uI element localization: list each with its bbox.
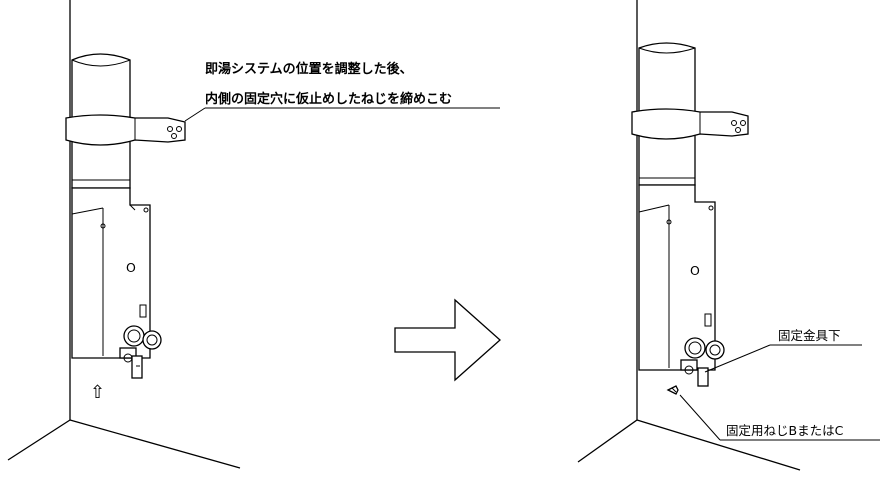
floor-line-right-a [577, 419, 638, 463]
callout-leader-screw [679, 394, 721, 441]
hot-water-unit-right: O [638, 184, 716, 371]
mounting-band-right [631, 108, 749, 140]
floor-line-left-a [7, 419, 71, 461]
fixing-screw [666, 385, 679, 395]
mounting-band-left [65, 114, 186, 146]
left-step-illustration: O ⇧ 即湯システムの位置を調整した後、 内側の固定穴に仮止めしたねじを締めこむ [7, 0, 500, 469]
callout-leader-left [184, 107, 206, 122]
valve-symbol-right: O [690, 263, 700, 278]
callout-text-screw: 固定用ねじBまたはC [726, 423, 844, 438]
valve-symbol-left: O [126, 260, 136, 275]
step-transition-arrow [394, 298, 501, 382]
callout-leader-bracket [704, 344, 771, 373]
right-step-illustration: O 固定金具下 固定用ねじBまたはC [577, 0, 880, 471]
hot-water-unit-left: O [71, 187, 151, 359]
push-up-arrow-left: ⇧ [90, 382, 105, 403]
floor-line-left-b [69, 419, 241, 469]
callout-text-left-line1: 即湯システムの位置を調整した後、 [205, 61, 413, 77]
callout-text-bracket: 固定金具下 [778, 328, 841, 343]
valve-assembly-right [680, 337, 725, 375]
fixing-bracket-lower [697, 367, 709, 387]
floor-line-right-b [636, 419, 801, 471]
callout-text-left-line2: 内側の固定穴に仮止めしたねじを締めこむ [205, 91, 452, 107]
valve-assembly-left [119, 325, 162, 379]
